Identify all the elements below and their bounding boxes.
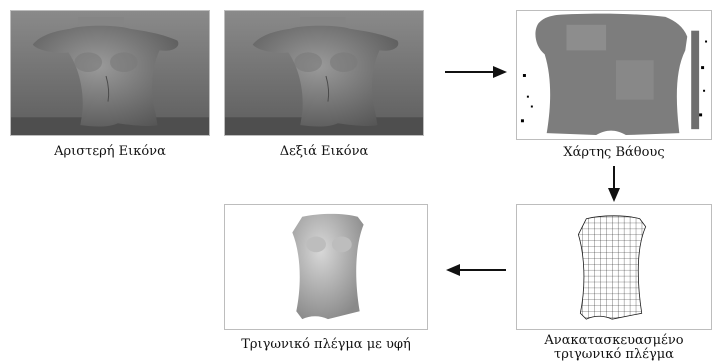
reconstructed-mesh-caption-1: Ανακατασκευασμένο (516, 334, 712, 348)
depth-map-image (517, 11, 711, 139)
reconstructed-mesh-caption-2: τριγωνικό πλέγμα (516, 348, 712, 362)
left-image-panel (10, 10, 210, 136)
arrow-left-icon (446, 262, 506, 278)
wireframe-mesh-image (517, 205, 711, 329)
right-image-panel (224, 10, 424, 136)
left-image-caption: Αριστερή Εικόνα (10, 145, 210, 159)
depth-map-caption: Χάρτης Βάθους (516, 146, 712, 160)
textured-mesh-panel (224, 204, 428, 330)
right-image-caption: Δεξιά Εικόνα (224, 145, 424, 159)
arrow-right-icon (445, 64, 507, 80)
arrow-down-icon (606, 166, 622, 202)
textured-mesh-caption: Τριγωνικό πλέγμα με υφή (224, 338, 428, 352)
textured-mesh-image (225, 205, 427, 329)
reconstructed-mesh-panel (516, 204, 712, 330)
depth-map-panel (516, 10, 712, 140)
torso-photo-left (11, 11, 209, 135)
torso-photo-right (225, 11, 423, 135)
